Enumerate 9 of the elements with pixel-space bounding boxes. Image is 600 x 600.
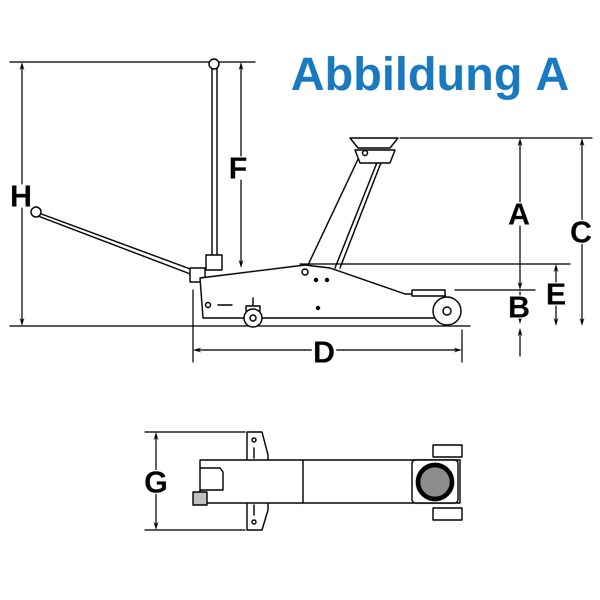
dimension-letter: G xyxy=(142,470,170,494)
dimension-letter: H xyxy=(8,184,34,208)
dimension-letter: E xyxy=(544,282,568,306)
dimension-letter: C xyxy=(568,220,594,244)
dimension-letter: D xyxy=(312,340,336,364)
title: Abbildung A xyxy=(292,56,568,100)
dimension-letter: A xyxy=(506,202,532,226)
dimension-letter: B xyxy=(506,295,532,319)
dimension-letter: F xyxy=(228,156,248,180)
